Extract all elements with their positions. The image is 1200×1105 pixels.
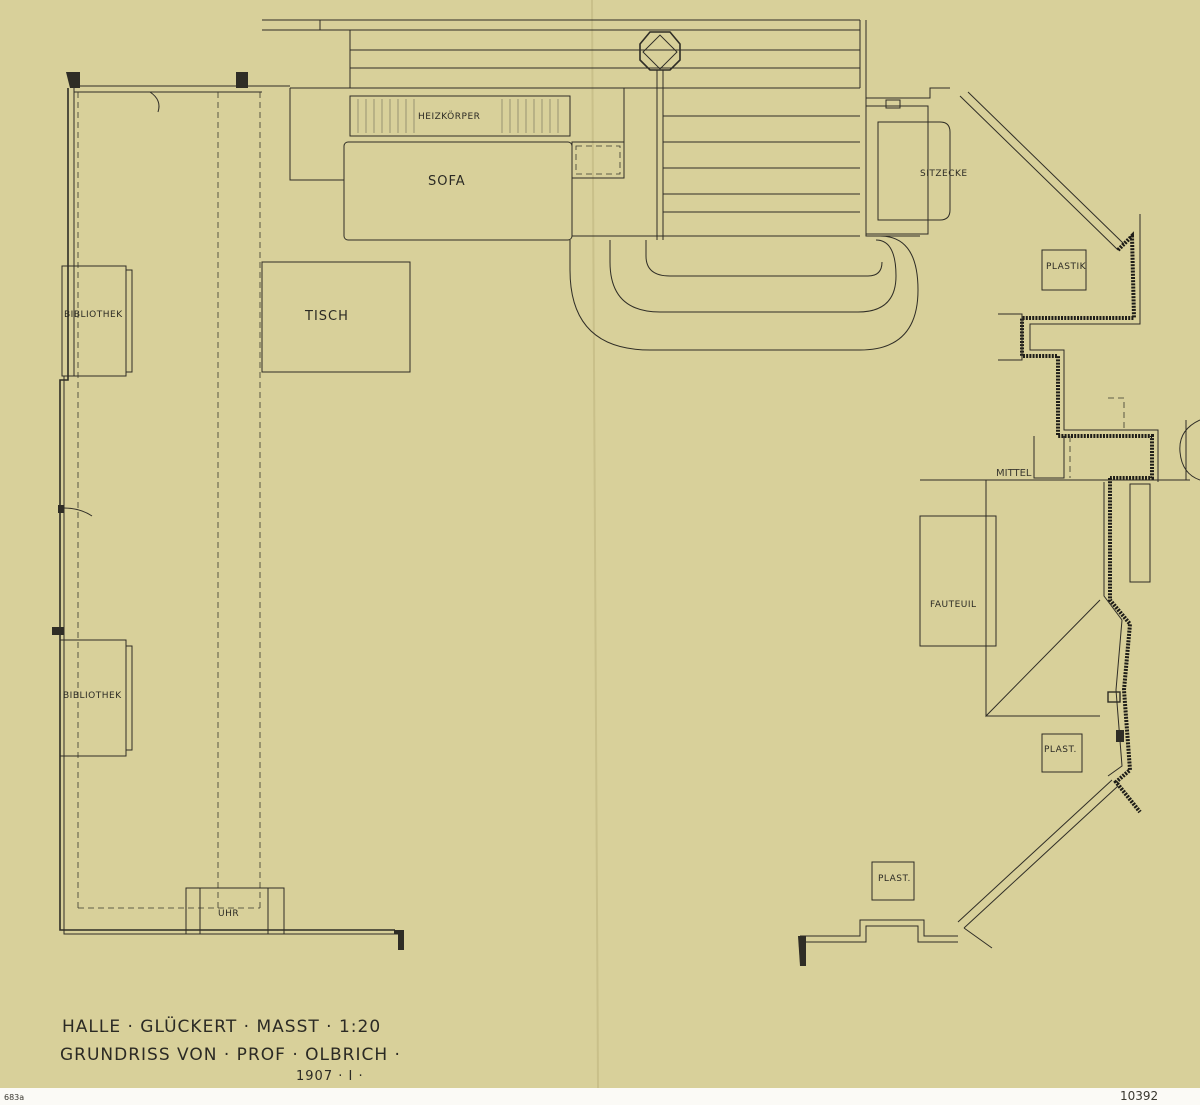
title-line-1: HALLE · GLÜCKERT · MASST · 1:20 (62, 1015, 381, 1037)
label-mittel: MITTEL (996, 468, 1032, 479)
label-plast-2: PLAST. (878, 874, 911, 884)
tisch: TISCH (261, 261, 411, 373)
title-block: HALLE · GLÜCKERT · MASST · 1:20 GRUNDRIS… (60, 1015, 401, 1084)
runner-outline (77, 92, 261, 909)
stair-steps (623, 88, 860, 213)
sofa: SOFA (343, 141, 860, 241)
fauteuil: FAUTEUIL (919, 480, 1101, 718)
label-uhr: UHR (218, 909, 239, 919)
edge-circle-mark (1179, 419, 1200, 481)
margin-note-right: 10392 (1120, 1089, 1158, 1103)
label-bibliothek-top: BIBLIOTHEK (64, 310, 123, 320)
rounded-platform (569, 235, 919, 351)
plastik: PLASTIK (1041, 249, 1087, 291)
label-heizkoerper: HEIZKÖRPER (418, 111, 480, 122)
paper-fold-line (591, 0, 599, 1089)
top-wall-block (262, 19, 867, 181)
label-tisch: TISCH (304, 309, 349, 324)
title-line-3: 1907 · I · (296, 1069, 364, 1084)
label-fauteuil: FAUTEUIL (930, 600, 977, 610)
plast-2: PLAST. (871, 861, 915, 901)
plast-1: PLAST. (1041, 733, 1083, 773)
uhr: UHR (185, 887, 285, 935)
bibliothek-bottom: BIBLIOTHEK (59, 639, 133, 757)
label-sofa: SOFA (428, 174, 466, 189)
sitzecke: SITZECKE (865, 87, 968, 237)
bibliothek-top: BIBLIOTHEK (61, 265, 133, 377)
label-plastik: PLASTIK (1046, 262, 1087, 272)
right-wall: MITTEL (798, 91, 1190, 966)
label-sitzecke: SITZECKE (920, 169, 968, 179)
margin-note-left: 683a (4, 1093, 24, 1102)
title-line-2: GRUNDRISS VON · PROF · OLBRICH · (60, 1045, 401, 1065)
heizkoerper: HEIZKÖRPER (349, 95, 571, 137)
label-bibliothek-bottom: BIBLIOTHEK (63, 691, 122, 701)
label-plast-1: PLAST. (1044, 745, 1077, 755)
